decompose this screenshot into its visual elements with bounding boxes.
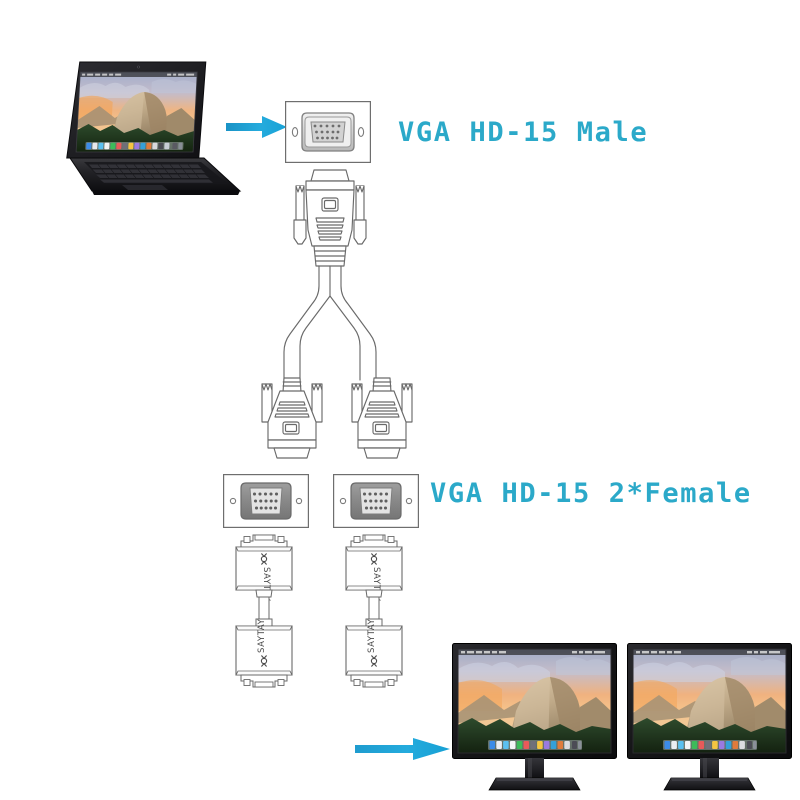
saytay-adapter-group: SAYTAY — [228, 533, 423, 723]
adapter-top-right: SAYTAY — [345, 534, 403, 602]
adapter-top-left: SAYTAY — [235, 534, 293, 602]
svg-text:SAYTAY: SAYTAY — [261, 567, 271, 602]
macos-dock-monitor-right — [663, 740, 757, 750]
arrow-adapter-to-monitors — [355, 734, 451, 764]
monitor-left — [452, 643, 617, 793]
svg-text:SAYTAY: SAYTAY — [367, 618, 377, 653]
label-vga-male: VGA HD-15 Male — [398, 117, 649, 148]
monitor-right — [627, 643, 792, 793]
vga-hd15-female-faceplate-2 — [333, 474, 420, 528]
laptop-base — [69, 157, 242, 195]
arrow-laptop-to-male — [226, 112, 288, 142]
laptop-lid — [66, 61, 207, 159]
macos-dock-laptop — [85, 142, 184, 150]
svg-text:SAYTAY: SAYTAY — [371, 567, 381, 602]
macos-dock-monitor-left — [488, 740, 582, 750]
vga-y-splitter-cable-lineart — [228, 168, 428, 459]
vga-hd15-male-faceplate — [285, 101, 372, 163]
laptop-illustration — [58, 58, 248, 203]
adapter-bottom-left: SAYTAY — [235, 618, 293, 688]
adapter-bottom-right: SAYTAY — [345, 618, 403, 688]
vga-hd15-female-faceplate-1 — [223, 474, 310, 528]
label-vga-female: VGA HD-15 2*Female — [430, 478, 752, 509]
svg-text:SAYTAY: SAYTAY — [257, 618, 267, 653]
